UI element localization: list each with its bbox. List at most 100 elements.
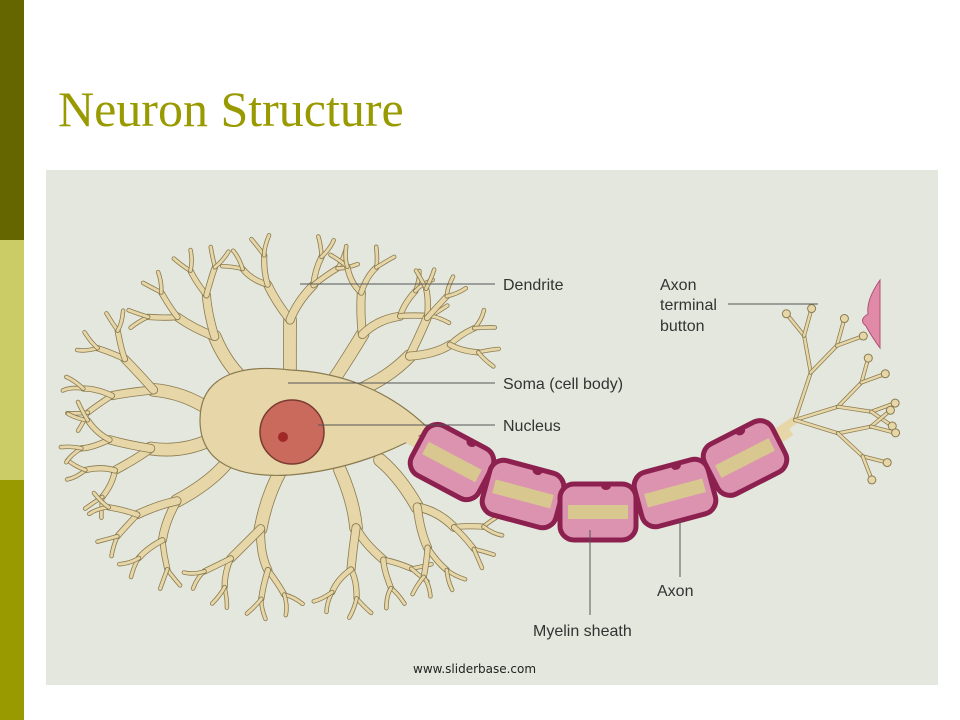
- dendrite-branch: [472, 325, 497, 330]
- dendrite-branch: [85, 417, 112, 443]
- dendrite-branch: [482, 525, 504, 537]
- dendrite-branch: [158, 567, 169, 591]
- terminal-branch: [802, 334, 813, 374]
- dendrite-branch: [59, 445, 83, 450]
- dendrite-branch: [106, 505, 140, 517]
- dendrite-branch: [76, 400, 90, 422]
- dendrite-branch: [334, 464, 363, 534]
- postsynaptic-cell: [862, 278, 881, 350]
- dendrite-branch: [375, 255, 396, 269]
- dendrite-branch: [127, 308, 150, 319]
- terminal-branch: [836, 381, 863, 408]
- diagram-panel: [46, 170, 938, 685]
- myelin-segment: [557, 481, 639, 543]
- dendrite-branch: [282, 593, 288, 617]
- leader-lines: [288, 283, 818, 615]
- dendrite-branch: [312, 590, 334, 603]
- sidebar-stripe-dark: [0, 0, 24, 240]
- dendrite-branch: [447, 342, 481, 355]
- dendrite-branch: [347, 524, 360, 574]
- dendrite-branch: [117, 556, 141, 566]
- terminal-button: [880, 369, 890, 379]
- axon-inside: [492, 479, 554, 509]
- myelin-segment: [407, 421, 497, 503]
- axon-inside: [715, 438, 775, 478]
- dendrite-branch: [424, 293, 450, 321]
- dendrite-branch: [231, 249, 245, 271]
- dendrite-branch: [286, 281, 318, 324]
- myelin-sheath: [396, 418, 794, 543]
- terminal-branch: [793, 371, 813, 422]
- terminal-branch: [836, 432, 864, 458]
- terminal-button: [885, 405, 895, 415]
- dendrite-branch: [170, 459, 231, 507]
- nucleus: [259, 399, 325, 465]
- dendrite-branch: [83, 330, 100, 350]
- schwann-nucleus: [735, 426, 746, 436]
- dendrite-branch: [358, 312, 404, 339]
- dendrite-branch: [424, 268, 436, 291]
- terminal-button: [863, 353, 873, 363]
- terminal-button: [858, 331, 868, 341]
- terminal-branch: [836, 405, 873, 413]
- dendrite-branch: [381, 557, 394, 591]
- dendrite-branch: [262, 233, 271, 257]
- dendrite-branch: [121, 355, 158, 394]
- dendrite-branch: [92, 491, 111, 509]
- dendrite-branch: [411, 575, 426, 596]
- terminal-branch: [835, 334, 865, 347]
- dendrite-branch: [329, 567, 354, 595]
- label-soma: Soma (cell body): [503, 376, 623, 393]
- label-myelin-sheath: Myelin sheath: [533, 623, 632, 640]
- dendrite-branch: [83, 465, 118, 473]
- dendrite-branch: [320, 238, 336, 259]
- terminal-button: [781, 309, 791, 319]
- dendrite-branch: [115, 328, 128, 362]
- label-axon-terminal-line1: Axon: [660, 277, 696, 294]
- terminal-branch: [793, 405, 840, 422]
- dendrite-branch: [245, 597, 263, 615]
- myelin-segment: [631, 456, 719, 530]
- dendrite-branch: [261, 253, 270, 287]
- terminal-branch: [809, 344, 839, 374]
- schwann-nucleus: [466, 438, 477, 448]
- dendrite-branch: [374, 454, 424, 513]
- dendrite-branch: [476, 350, 495, 368]
- axon-inside: [644, 478, 706, 508]
- sidebar-stripe-mid: [0, 480, 24, 720]
- dendrite-branch: [210, 585, 227, 605]
- dendrite-branch: [344, 244, 349, 269]
- terminal-branch: [802, 307, 813, 337]
- label-axon-terminal-line2: terminal: [660, 297, 717, 314]
- dendrite-branch: [374, 245, 379, 269]
- dendrite-branch: [96, 534, 119, 544]
- terminal-button: [891, 428, 901, 438]
- terminal-button: [807, 304, 817, 314]
- dendrite-branch: [145, 314, 180, 320]
- terminal-branch: [835, 317, 846, 347]
- dendrite-branch: [202, 556, 234, 574]
- dendrite-branch: [158, 290, 180, 320]
- dendrite-branch: [347, 596, 358, 620]
- label-nucleus: Nucleus: [503, 418, 561, 435]
- terminal-branch: [785, 312, 806, 337]
- dendrite-branch: [472, 547, 484, 570]
- dendrite-branch: [182, 569, 206, 575]
- slide-title: Neuron Structure: [58, 81, 404, 137]
- terminal-button: [867, 475, 877, 485]
- dendrite-branch: [156, 270, 163, 294]
- dendrite-branch: [445, 568, 454, 592]
- label-dendrite: Dendrite: [503, 277, 564, 294]
- dendrite-branch: [254, 466, 286, 535]
- dendrite-branch: [357, 288, 367, 339]
- sidebar-stripe-light: [0, 240, 24, 480]
- dendrite-branch: [133, 497, 181, 519]
- axon-inside: [568, 505, 628, 519]
- terminal-button: [882, 458, 892, 468]
- watermark: www.sliderbase.com: [413, 662, 536, 676]
- label-axon-terminal-line3: button: [660, 318, 704, 335]
- terminal-branch: [836, 425, 873, 435]
- dendrite-branch: [189, 248, 194, 273]
- label-axon: Axon: [657, 583, 693, 600]
